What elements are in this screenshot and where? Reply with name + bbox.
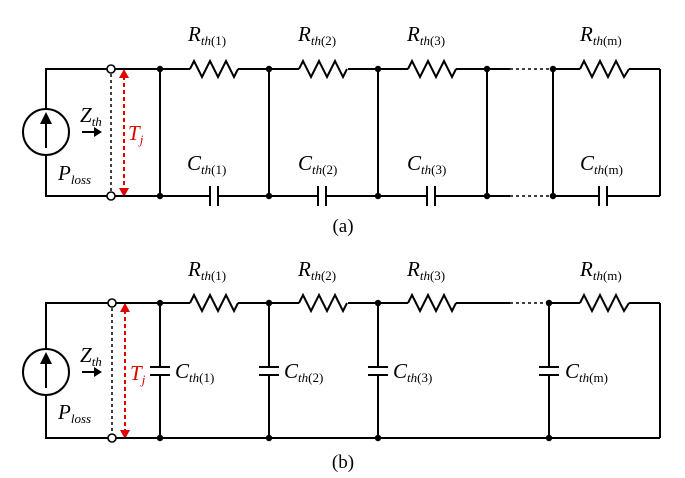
caption-a: (a) [332, 216, 353, 237]
terminal-bottom-a [106, 191, 116, 201]
label-r-b-1: Rth(1) [187, 257, 226, 283]
figure-a: Rth(1) Rth(2) Rth(3) Rth(m) Cth(1) Cth(2… [22, 22, 661, 237]
figure-b: Rth(1) Rth(2) Rth(3) Rth(m) Cth(1) Cth(2… [22, 257, 661, 473]
label-c-a-1: Cth(1) [187, 151, 226, 177]
current-source-b [22, 348, 70, 396]
label-ploss-a: Ploss [57, 161, 91, 187]
zth-arrow-a [82, 127, 102, 137]
current-source-a [22, 108, 70, 156]
label-tj-b: Tj [130, 361, 146, 387]
label-c-b-m: Cth(m) [565, 359, 608, 385]
rungs-a [159, 69, 661, 196]
label-c-a-2: Cth(2) [298, 151, 337, 177]
label-c-b-1: Cth(1) [175, 359, 214, 385]
capacitor-a-2 [317, 186, 327, 206]
resistor-b-m [579, 292, 630, 314]
capacitor-b-1 [150, 303, 170, 438]
capacitor-b-2 [259, 303, 279, 438]
capacitor-b-m [539, 303, 559, 438]
terminal-bottom-b [107, 433, 117, 443]
label-r-a-2: Rth(2) [297, 22, 336, 48]
junctions-b [156, 299, 553, 442]
resistor-a-1 [189, 58, 239, 80]
label-r-a-3: Rth(3) [406, 22, 445, 48]
source-loop-b [45, 302, 112, 439]
label-c-a-3: Cth(3) [407, 151, 446, 177]
terminal-top-b [107, 298, 117, 308]
resistor-b-1 [189, 292, 239, 314]
label-r-a-1: Rth(1) [187, 22, 226, 48]
capacitor-a-1 [209, 186, 219, 206]
resistor-b-2 [298, 292, 348, 314]
label-r-a-m: Rth(m) [579, 22, 622, 48]
label-tj-a: Tj [128, 121, 144, 147]
resistor-b-3 [407, 292, 457, 314]
resistor-a-2 [298, 58, 348, 80]
resistor-a-m [579, 58, 630, 80]
capacitor-a-m [598, 186, 608, 206]
caption-b: (b) [332, 452, 354, 473]
label-c-b-2: Cth(2) [284, 359, 323, 385]
label-r-b-2: Rth(2) [297, 257, 336, 283]
source-loop-a [45, 68, 111, 197]
zth-arrow-b [82, 367, 102, 377]
label-zth-b: Zth [80, 343, 102, 369]
label-r-b-3: Rth(3) [406, 257, 445, 283]
label-c-a-m: Cth(m) [580, 151, 623, 177]
label-r-b-m: Rth(m) [579, 257, 622, 283]
capacitor-a-3 [426, 186, 436, 206]
terminal-top-a [106, 64, 116, 74]
label-c-b-3: Cth(3) [393, 359, 432, 385]
junctions-a [156, 65, 557, 200]
label-ploss-b: Ploss [57, 400, 91, 426]
resistor-a-3 [407, 58, 457, 80]
label-zth-a: Zth [80, 103, 102, 129]
capacitor-b-3 [368, 303, 388, 438]
